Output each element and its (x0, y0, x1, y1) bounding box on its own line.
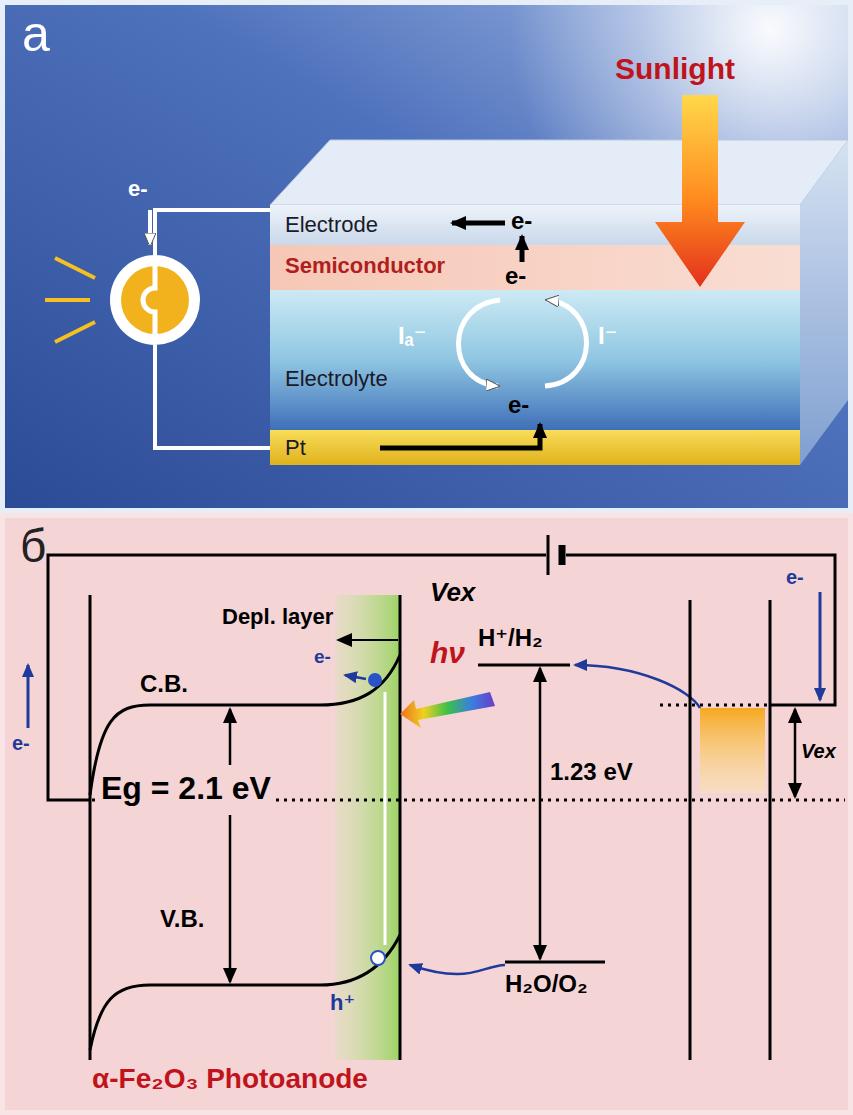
counter-electrode-boundary (689, 600, 692, 1060)
ion-label: Iₐ⁻ (398, 322, 426, 350)
redox-level (478, 664, 570, 667)
redox-cycle-arrow (458, 300, 500, 386)
electron-arrow (148, 210, 152, 245)
hole-label: h⁺ (330, 990, 355, 1015)
depletion-width-arrow (338, 639, 398, 641)
electron-transfer-arrow (575, 665, 700, 708)
electron-label: e- (786, 566, 804, 589)
hole-transfer-arrow (410, 965, 505, 974)
circuit-wire (566, 555, 835, 705)
redox-level-label: H⁺/H₂ (478, 624, 543, 652)
electron-arrow (380, 424, 540, 448)
light-ray (45, 298, 90, 302)
bulb-symbol (121, 266, 189, 334)
excitation-arrow (384, 692, 387, 945)
electron-arrow (345, 675, 366, 679)
potential-arrow (539, 740, 542, 959)
electron-label: e- (508, 391, 529, 419)
counter-electrode-fill (700, 708, 765, 793)
band-label: V.B. (160, 905, 204, 933)
layer-label: Electrode (285, 212, 806, 237)
battery-symbol (559, 545, 566, 565)
layer-label: Semiconductor (285, 253, 806, 278)
light-ray (55, 322, 95, 342)
redox-level-label: H₂O/O₂ (505, 970, 588, 998)
electron-label: e- (505, 262, 526, 290)
bias-arrow (794, 752, 797, 797)
electron-label: e- (128, 176, 148, 201)
panel-frame (0, 0, 853, 513)
photon-arrow (400, 692, 495, 728)
bulb-symbol (110, 255, 200, 345)
electrolyte-layer-box: Electrolyte (270, 290, 806, 430)
sun-glow (5, 5, 848, 508)
light-label: Sunlight (615, 52, 735, 87)
redox-level (505, 961, 605, 964)
electrode-layer-box: Electrode (270, 205, 806, 245)
block-top-face (270, 140, 848, 205)
voltage-label: Vex (801, 740, 836, 763)
sunlight-arrow (655, 95, 745, 287)
electrode-boundary (89, 595, 92, 1060)
electron-label: e- (511, 207, 532, 235)
hole-dot (371, 951, 385, 965)
energy-label: 1.23 eV (550, 758, 633, 786)
panel-letter: а (22, 6, 50, 64)
electron-arrow (27, 665, 30, 728)
band-label: C.B. (140, 670, 188, 698)
electron-arrow (452, 221, 505, 226)
bandgap-arrow (229, 709, 232, 765)
pt-layer-box: Pt (270, 430, 806, 465)
layer-label: Pt (285, 435, 806, 460)
electron-arrow (819, 592, 822, 700)
potential-arrow (539, 668, 542, 740)
electrolyte-layer (270, 290, 800, 430)
panel-frame (0, 513, 853, 1115)
panel-letter: б (20, 520, 46, 573)
circuit-wire (155, 210, 270, 255)
bulb-filament (143, 266, 155, 334)
fermi-level (660, 704, 770, 707)
circuit-wire (155, 345, 270, 448)
region-label: Depl. layer (222, 604, 333, 629)
voltage-label: Vex (430, 578, 475, 608)
ion-label: I⁻ (598, 322, 617, 350)
bandgap-arrow (229, 815, 232, 982)
semiconductor-layer-box: Semiconductor (270, 245, 806, 290)
bias-arrow (794, 709, 797, 752)
electron-label: e- (314, 646, 331, 668)
light-ray (55, 258, 95, 278)
photoanode-label: α-Fe₂O₃ Photoanode (92, 1063, 368, 1095)
electrode-boundary (399, 595, 402, 1060)
layer-label: Electrolyte (285, 366, 806, 391)
electron-arrow (520, 236, 525, 262)
block-side-face (800, 140, 848, 465)
photon-label: hν (430, 636, 465, 671)
counter-electrode-boundary (769, 600, 772, 1060)
electron-dot (368, 673, 382, 687)
circuit-wire (48, 555, 546, 800)
valence-band (90, 935, 400, 1050)
sky-background (5, 5, 848, 508)
electron-label: e- (12, 732, 30, 755)
panel-background (5, 518, 848, 1110)
bandgap-label: Eg = 2.1 eV (98, 770, 274, 807)
redox-cycle-arrow (545, 300, 587, 386)
battery-symbol (547, 535, 550, 575)
